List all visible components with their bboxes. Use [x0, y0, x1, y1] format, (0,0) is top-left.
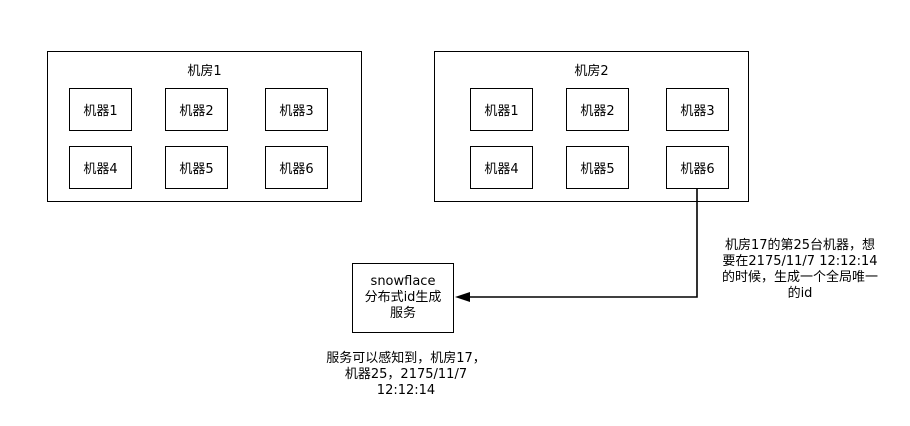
room-1-machine-4: 机器4 [69, 146, 132, 189]
service-note-line-2: 机器25，2175/11/7 [344, 367, 468, 382]
room-1-machine-3: 机器3 [265, 88, 328, 131]
request-note-line-4: 的id [787, 286, 813, 301]
request-note: 机房17的第25台机器，想 要在2175/11/7 12:12:14 的时候，生… [718, 238, 882, 302]
request-note-line-1: 机房17的第25台机器，想 [724, 238, 876, 253]
service-note-line-1: 服务可以感知到，机房17， [326, 351, 486, 366]
room-1-machine-2: 机器2 [165, 88, 228, 131]
request-note-line-3: 的时候，生成一个全局唯一 [721, 270, 878, 285]
room-2-machine-6: 机器6 [666, 146, 729, 189]
request-arrow-line [470, 188, 698, 298]
room-2-machine-4: 机器4 [470, 146, 533, 189]
room-1-machine-6: 机器6 [265, 146, 328, 189]
service-label-line-1: snowflace [370, 274, 436, 289]
room-2-machine-2: 机器2 [566, 88, 629, 131]
service-label-line-3: 服务 [389, 306, 416, 321]
room-1-machine-5: 机器5 [165, 146, 228, 189]
room-1-machine-1: 机器1 [69, 88, 132, 131]
room-2-machine-3: 机器3 [666, 88, 729, 131]
room-1-box: 机房1 机器1 机器2 机器3 机器4 机器5 机器6 [47, 51, 362, 202]
request-arrow-head [455, 292, 470, 302]
room-2-machine-5: 机器5 [566, 146, 629, 189]
service-note-line-3: 12:12:14 [376, 383, 436, 398]
snowflake-service-box: snowflace 分布式id生成 服务 [352, 263, 454, 333]
service-label-line-2: 分布式id生成 [364, 290, 442, 305]
request-note-line-2: 要在2175/11/7 12:12:14 [722, 254, 878, 269]
room-1-title: 机房1 [187, 64, 222, 79]
service-note: 服务可以感知到，机房17， 机器25，2175/11/7 12:12:14 [318, 351, 494, 399]
room-2-title: 机房2 [574, 64, 609, 79]
room-2-box: 机房2 机器1 机器2 机器3 机器4 机器5 机器6 [434, 51, 749, 202]
room-2-machine-1: 机器1 [470, 88, 533, 131]
